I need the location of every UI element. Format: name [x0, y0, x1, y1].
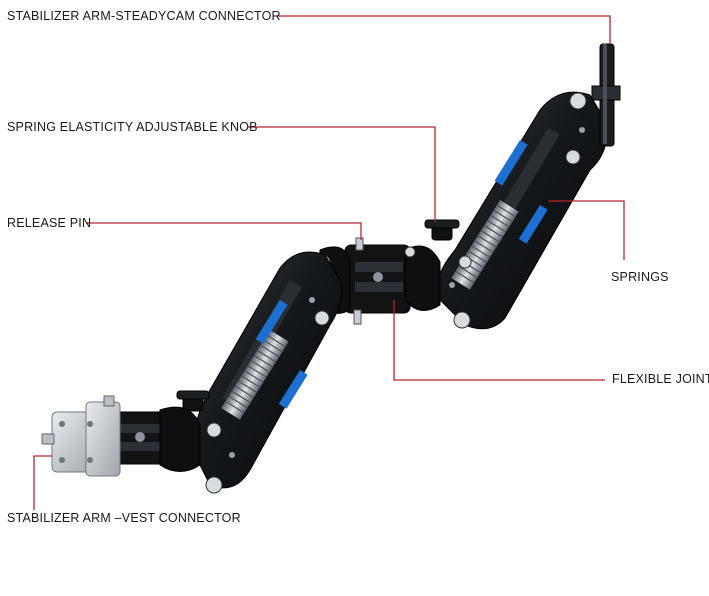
upper-arm-segment — [436, 91, 608, 330]
label-springs: SPRINGS — [611, 270, 669, 284]
leader-springs — [548, 200, 625, 260]
lower-arm-segment — [192, 251, 343, 494]
leader-lines — [33, 15, 625, 510]
lower-spring — [221, 330, 289, 420]
steadycam-connector-post — [591, 43, 621, 147]
spring-knob-lower — [176, 390, 210, 412]
leader-steadycam-connector — [278, 15, 611, 44]
label-steadycam-connector: STABILIZER ARM-STEADYCAM CONNECTOR — [7, 9, 281, 23]
middle-hinge-joint — [315, 237, 441, 325]
brand-strip-icon — [278, 370, 308, 409]
leader-vest-connector — [33, 455, 52, 510]
leader-release-pin — [86, 222, 362, 240]
leader-flexible-joint — [393, 300, 605, 381]
label-release-pin: RELEASE PIN — [7, 216, 92, 230]
brand-strip-icon — [518, 205, 548, 244]
release-pin-bottom — [353, 309, 362, 325]
vest-connector-plate — [41, 395, 121, 477]
brand-strip-icon — [255, 300, 288, 344]
label-vest-connector: STABILIZER ARM –VEST CONNECTOR — [7, 511, 241, 525]
spring-knob-upper — [424, 219, 460, 241]
release-pin-top — [355, 237, 364, 251]
leader-spring-knob — [248, 126, 436, 222]
label-flexible-joint: FLEXIBLE JOINT — [612, 372, 709, 386]
brand-strip-icon — [494, 140, 528, 186]
label-spring-elasticity-knob: SPRING ELASTICITY ADJUSTABLE KNOB — [7, 120, 258, 134]
